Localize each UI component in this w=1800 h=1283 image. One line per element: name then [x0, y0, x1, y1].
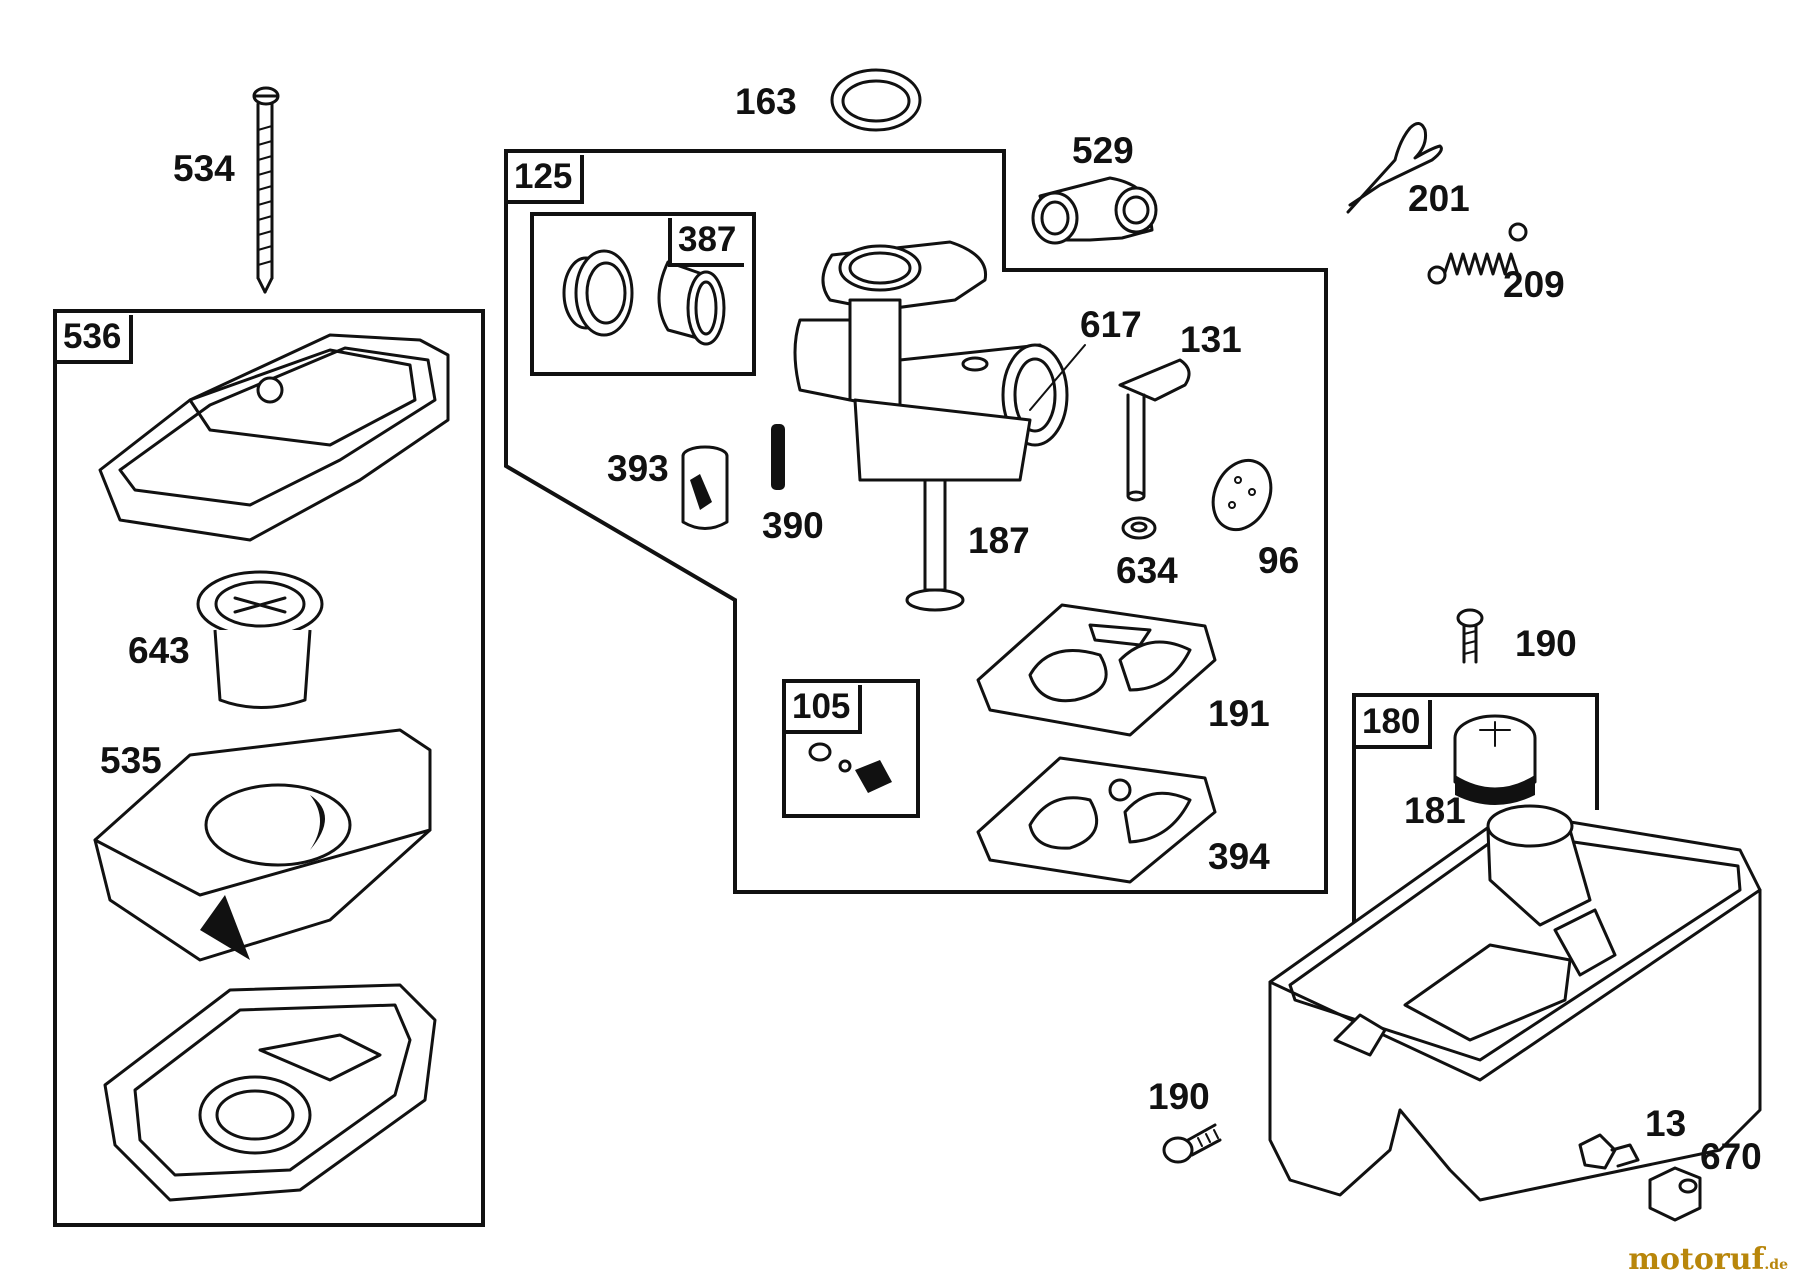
filter-535-drawing: [93, 728, 432, 962]
watermark-tld: .de: [1764, 1257, 1788, 1273]
label-180: 180: [1356, 700, 1433, 749]
label-394: 394: [1208, 836, 1270, 877]
label-535: 535: [100, 740, 162, 781]
label-643: 643: [128, 630, 190, 671]
fuel-tank-drawing: [1268, 804, 1762, 1202]
group-box-536: [53, 309, 485, 1227]
screw-190b-drawing: [1162, 1123, 1222, 1164]
elbow-529-drawing: [1031, 176, 1158, 245]
carburetor-drawing: [793, 240, 1069, 612]
cap-181-drawing: [1453, 714, 1537, 805]
wire-clip-201-drawing: [1346, 122, 1443, 214]
fitting-13-drawing: [1578, 1133, 1640, 1170]
label-190a: 190: [1515, 623, 1577, 664]
group-box-387: [530, 212, 756, 376]
label-131: 131: [1180, 319, 1242, 360]
label-191: 191: [1208, 693, 1270, 734]
gasket-191-drawing: [976, 603, 1217, 737]
watermark-brand: motoruf: [1628, 1242, 1765, 1277]
disc-96-drawing: [1211, 458, 1273, 532]
label-670: 670: [1700, 1136, 1762, 1177]
gasket-394-drawing: [976, 756, 1217, 884]
needle-kit-105-drawing: [808, 742, 892, 793]
label-529: 529: [1072, 130, 1134, 171]
label-163: 163: [735, 81, 797, 122]
air-cleaner-base-drawing: [103, 983, 437, 1202]
spring-209-drawing: [1427, 222, 1528, 285]
watermark-logo: motoruf.de: [1628, 1242, 1788, 1277]
label-536: 536: [57, 315, 134, 364]
label-201: 201: [1408, 178, 1470, 219]
label-393: 393: [607, 448, 669, 489]
label-390: 390: [762, 505, 824, 546]
screw-534-drawing: [252, 86, 280, 294]
seals-387-drawing: [562, 249, 726, 346]
label-181: 181: [1404, 790, 1466, 831]
nut-670-drawing: [1648, 1166, 1702, 1222]
label-96: 96: [1258, 540, 1300, 581]
gasket-163-drawing: [830, 68, 922, 132]
label-105: 105: [786, 685, 863, 734]
screw-190a-drawing: [1456, 608, 1484, 664]
group-box-180: [1352, 693, 1599, 930]
label-190b: 190: [1148, 1076, 1210, 1117]
pin-390-drawing: [771, 424, 785, 490]
label-387: 387: [668, 218, 745, 267]
cover-536-drawing: [98, 333, 450, 542]
group-box-125: [504, 149, 1328, 894]
label-209: 209: [1503, 264, 1565, 305]
lever-131-drawing: [1118, 358, 1191, 502]
element-643-drawing: [196, 570, 324, 709]
leader-617: [1029, 344, 1086, 411]
label-617: 617: [1080, 304, 1142, 345]
cylinder-393-drawing: [681, 445, 729, 530]
label-125: 125: [508, 155, 585, 204]
label-534: 534: [173, 148, 235, 189]
label-187: 187: [968, 520, 1030, 561]
washer-634-drawing: [1121, 516, 1157, 540]
label-13: 13: [1645, 1103, 1687, 1144]
group-box-105: [782, 679, 920, 818]
label-634: 634: [1116, 550, 1178, 591]
